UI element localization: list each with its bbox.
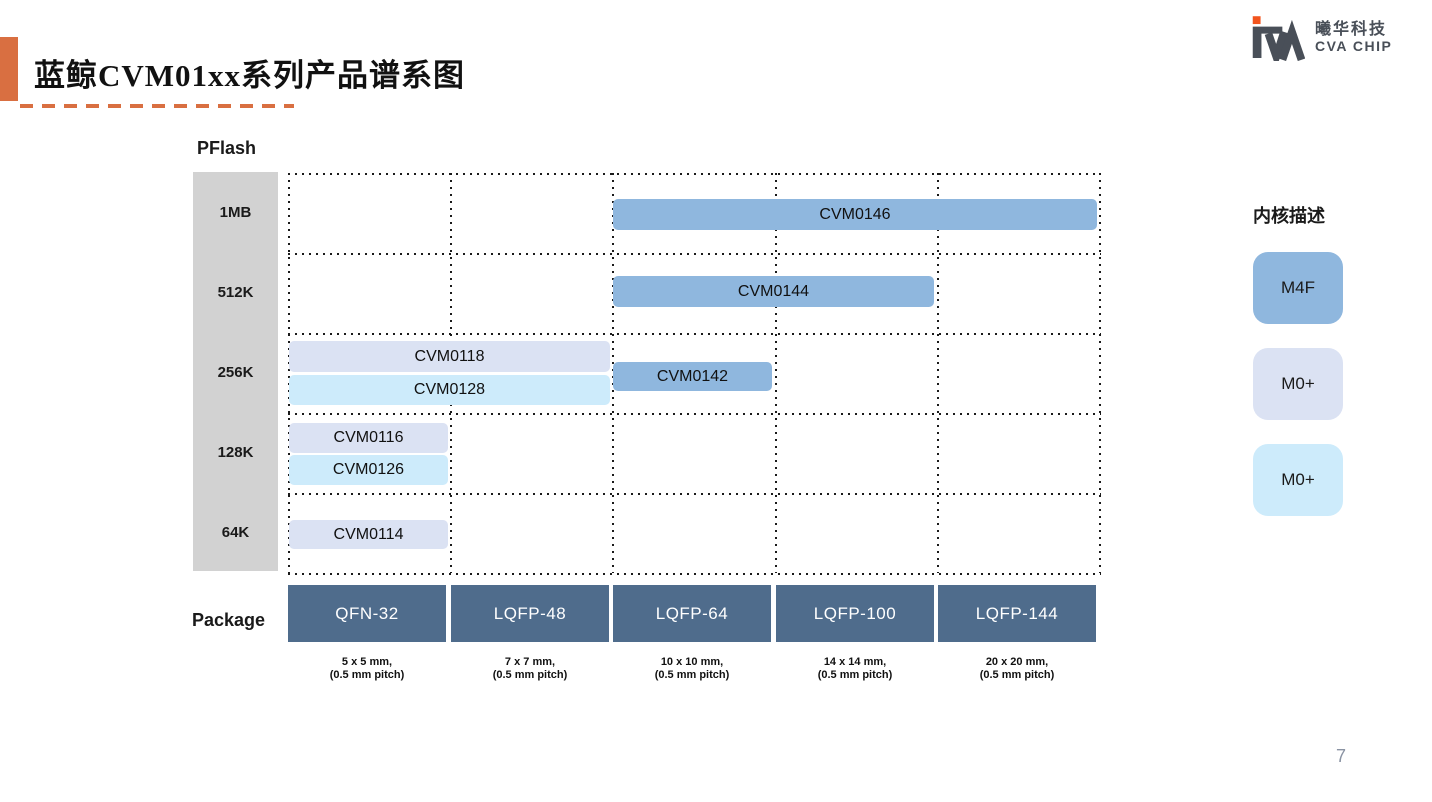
grid-vline <box>288 173 290 573</box>
package-size-caption: 5 x 5 mm,(0.5 mm pitch) <box>329 656 405 681</box>
legend-core-m4f: M4F <box>1253 252 1343 324</box>
grid-hline <box>288 333 1101 335</box>
grid-hline <box>288 253 1101 255</box>
page-title: 蓝鲸CVM01xx系列产品谱系图 <box>34 58 466 93</box>
legend-core-m0plus: M0+ <box>1253 444 1343 516</box>
company-logo: 曦华科技 CVA CHIP <box>1251 15 1392 61</box>
legend-core-m0plus: M0+ <box>1253 348 1343 420</box>
product-bar-cvm0114: CVM0114 <box>289 520 448 549</box>
x-axis-title: Package <box>192 610 266 630</box>
title-dashed-underline <box>20 104 294 108</box>
grid-vline <box>1099 173 1101 573</box>
grid-hline <box>288 573 1101 575</box>
product-bar-cvm0144: CVM0144 <box>613 276 934 307</box>
grid-vline <box>775 173 777 573</box>
package-size-caption: 10 x 10 mm,(0.5 mm pitch) <box>654 656 730 681</box>
y-tick-label: 256K <box>217 363 254 381</box>
y-axis-band <box>193 172 278 571</box>
package-header-lqfp-64: LQFP-64 <box>613 585 771 642</box>
title-accent-bar <box>0 37 18 101</box>
y-tick-label: 512K <box>217 283 254 301</box>
grid-hline <box>288 173 1101 175</box>
y-tick-label: 128K <box>217 443 254 461</box>
y-tick-label: 64K <box>221 523 250 541</box>
page-number: 7 <box>1336 746 1347 766</box>
product-bar-cvm0146: CVM0146 <box>613 199 1097 230</box>
y-axis-title: PFlash <box>197 138 257 158</box>
product-bar-cvm0126: CVM0126 <box>289 455 448 485</box>
package-size-caption: 20 x 20 mm,(0.5 mm pitch) <box>979 656 1055 681</box>
grid-hline <box>288 413 1101 415</box>
package-size-caption: 7 x 7 mm,(0.5 mm pitch) <box>492 656 568 681</box>
company-name-en: CVA CHIP <box>1315 38 1393 55</box>
product-bar-cvm0128: CVM0128 <box>289 375 610 405</box>
grid-hline <box>288 493 1101 495</box>
product-bar-cvm0142: CVM0142 <box>613 362 772 391</box>
cva-logo-icon <box>1252 16 1305 61</box>
package-header-lqfp-100: LQFP-100 <box>776 585 934 642</box>
package-header-lqfp-48: LQFP-48 <box>451 585 609 642</box>
package-header-qfn-32: QFN-32 <box>288 585 446 642</box>
legend-title: 内核描述 <box>1253 206 1325 226</box>
y-tick-label: 1MB <box>219 203 252 221</box>
package-size-caption: 14 x 14 mm,(0.5 mm pitch) <box>817 656 893 681</box>
package-header-lqfp-144: LQFP-144 <box>938 585 1096 642</box>
product-bar-cvm0116: CVM0116 <box>289 423 448 453</box>
product-bar-cvm0118: CVM0118 <box>289 341 610 372</box>
logo-text: 曦华科技 CVA CHIP <box>1315 21 1393 55</box>
grid-vline <box>937 173 939 573</box>
company-name-cn: 曦华科技 <box>1315 21 1388 39</box>
grid-vline <box>450 173 452 573</box>
